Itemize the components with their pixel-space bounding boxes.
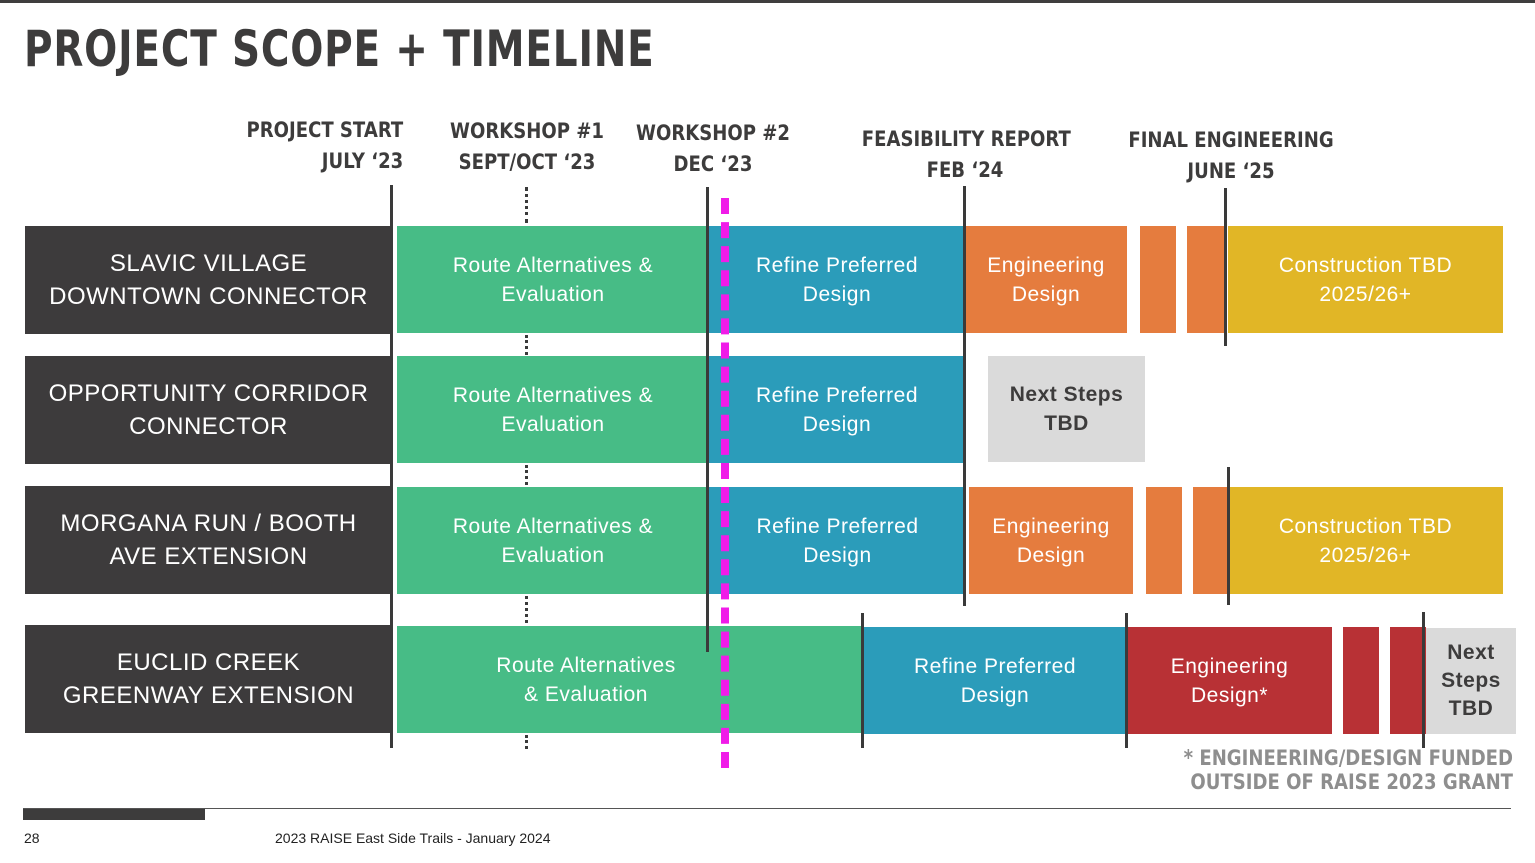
bar-engineering-segment — [1193, 487, 1230, 594]
milestone-line-workshop-1-segment — [525, 596, 528, 623]
bar-engineering-segment — [1390, 627, 1426, 734]
bar-engineering-segment — [1343, 627, 1379, 734]
document-info: 2023 RAISE East Side Trails - January 20… — [275, 830, 551, 846]
phase-divider — [861, 613, 864, 748]
milestone-line-feasibility-report — [963, 186, 966, 606]
milestone-line-final-engineering — [1422, 612, 1425, 748]
bar-engineering-segment — [1146, 487, 1182, 594]
bar-route-alternatives: Route Alternatives &Evaluation — [397, 226, 709, 333]
bar-route-alternatives: Route Alternatives &Evaluation — [397, 356, 709, 463]
footer-accent-bar — [23, 809, 205, 820]
milestone-line-final-engineering — [1227, 467, 1230, 605]
milestone-line-workshop-2-marker — [721, 198, 729, 768]
footer-rule — [23, 808, 1511, 809]
milestone-line-workshop-1-segment — [525, 735, 528, 749]
bar-route-alternatives: Route Alternatives &Evaluation — [397, 487, 709, 594]
milestone-line-workshop-2 — [706, 187, 709, 652]
page-title: PROJECT SCOPE + TIMELINE — [24, 20, 655, 78]
page-number: 28 — [24, 830, 40, 846]
milestone-line-workshop-1-segment — [525, 465, 528, 485]
milestone-line-project-start — [390, 185, 393, 748]
bar-route-alternatives: Route Alternatives& Evaluation — [397, 626, 863, 733]
bar-engineering-segment — [1140, 226, 1176, 333]
milestone-line-workshop-1-segment — [525, 187, 528, 223]
milestone-line-workshop-1-segment — [525, 335, 528, 355]
top-rule — [0, 0, 1535, 3]
phase-divider — [1125, 613, 1128, 748]
bar-engineering-segment — [1187, 226, 1224, 333]
milestone-line-final-engineering — [1224, 188, 1227, 346]
